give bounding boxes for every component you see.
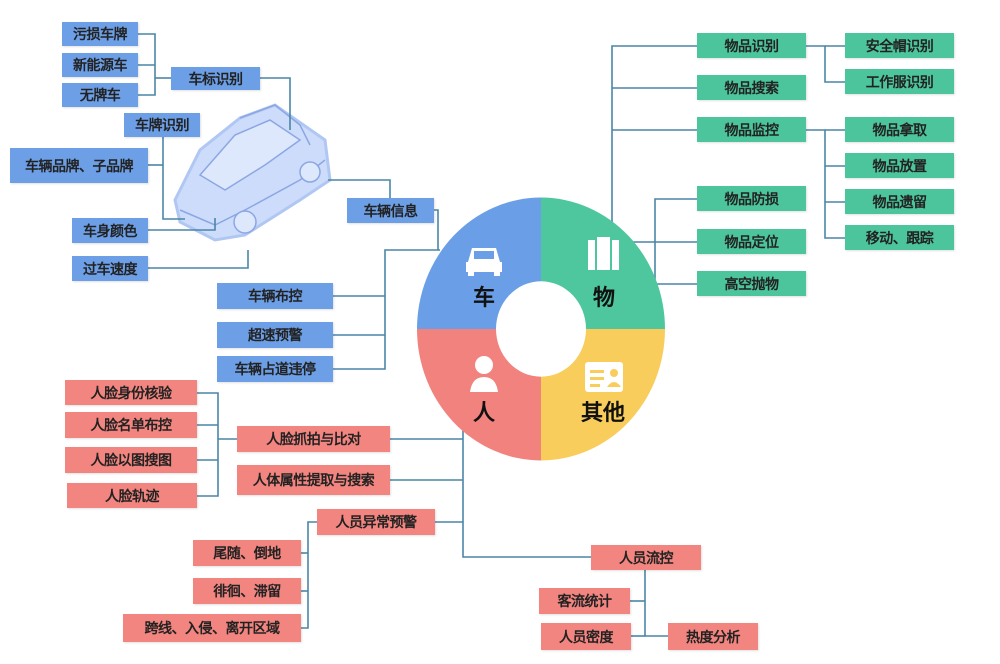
- luggage-icon: [588, 237, 619, 270]
- node-falling-object: 高空抛物: [697, 271, 806, 296]
- person-icon: [470, 356, 498, 392]
- node-object-location: 物品定位: [697, 229, 806, 254]
- node-object-place: 物品放置: [845, 153, 954, 178]
- center-ring: [417, 197, 665, 461]
- node-face-verify: 人脸身份核验: [65, 380, 197, 405]
- node-density: 人员密度: [541, 623, 631, 650]
- node-vehicle-info: 车辆信息: [347, 198, 434, 223]
- node-face-list: 人脸名单布控: [65, 412, 197, 438]
- node-object-monitor: 物品监控: [697, 117, 806, 142]
- segment-other: [541, 329, 665, 461]
- node-new-energy: 新能源车: [62, 53, 138, 77]
- node-uniform-recognition: 工作服识别: [845, 69, 954, 94]
- node-object-search: 物品搜索: [697, 75, 806, 100]
- node-tailgate-fall: 尾随、倒地: [193, 540, 301, 566]
- node-move-track: 移动、跟踪: [845, 225, 954, 250]
- node-body-attr: 人体属性提取与搜索: [237, 465, 390, 495]
- node-plate-recognition: 车牌识别: [124, 113, 200, 137]
- node-object-loss-prevention: 物品防损: [697, 186, 806, 211]
- node-face-track: 人脸轨迹: [67, 483, 197, 508]
- car-icon: [466, 248, 502, 276]
- node-illegal-parking: 车辆占道违停: [217, 356, 333, 382]
- node-object-recognition: 物品识别: [697, 33, 806, 58]
- node-heatmap: 热度分析: [668, 623, 758, 650]
- node-brand: 车辆品牌、子品牌: [10, 148, 148, 183]
- id-card-icon: [585, 362, 623, 392]
- node-face-capture: 人脸抓拍与比对: [237, 426, 390, 452]
- node-people-flow: 人员流控: [591, 545, 701, 570]
- segment-person: [417, 329, 541, 461]
- node-object-take: 物品拿取: [845, 117, 954, 142]
- segment-label-other: 其他: [581, 401, 625, 426]
- node-intrusion: 跨线、入侵、离开区域: [123, 614, 301, 642]
- segment-label-object: 物: [593, 285, 615, 311]
- node-dirty-plate: 污损车牌: [62, 22, 138, 46]
- car-illustration: [173, 103, 332, 242]
- node-no-plate: 无牌车: [62, 83, 138, 107]
- node-loiter: 徘徊、滞留: [193, 578, 301, 604]
- node-visitor-count: 客流统计: [539, 588, 630, 614]
- node-face-search: 人脸以图搜图: [65, 447, 197, 473]
- node-overspeed: 超速预警: [217, 322, 333, 348]
- node-vehicle-control: 车辆布控: [217, 283, 333, 309]
- node-object-left: 物品遗留: [845, 189, 954, 214]
- segment-label-vehicle: 车: [473, 285, 495, 311]
- node-logo-recognition: 车标识别: [171, 67, 260, 90]
- node-abnormal-alert: 人员异常预警: [317, 509, 435, 535]
- node-helmet-recognition: 安全帽识别: [845, 33, 954, 58]
- segment-label-person: 人: [473, 401, 495, 426]
- node-speed: 过车速度: [72, 256, 148, 281]
- node-body-color: 车身颜色: [72, 218, 148, 243]
